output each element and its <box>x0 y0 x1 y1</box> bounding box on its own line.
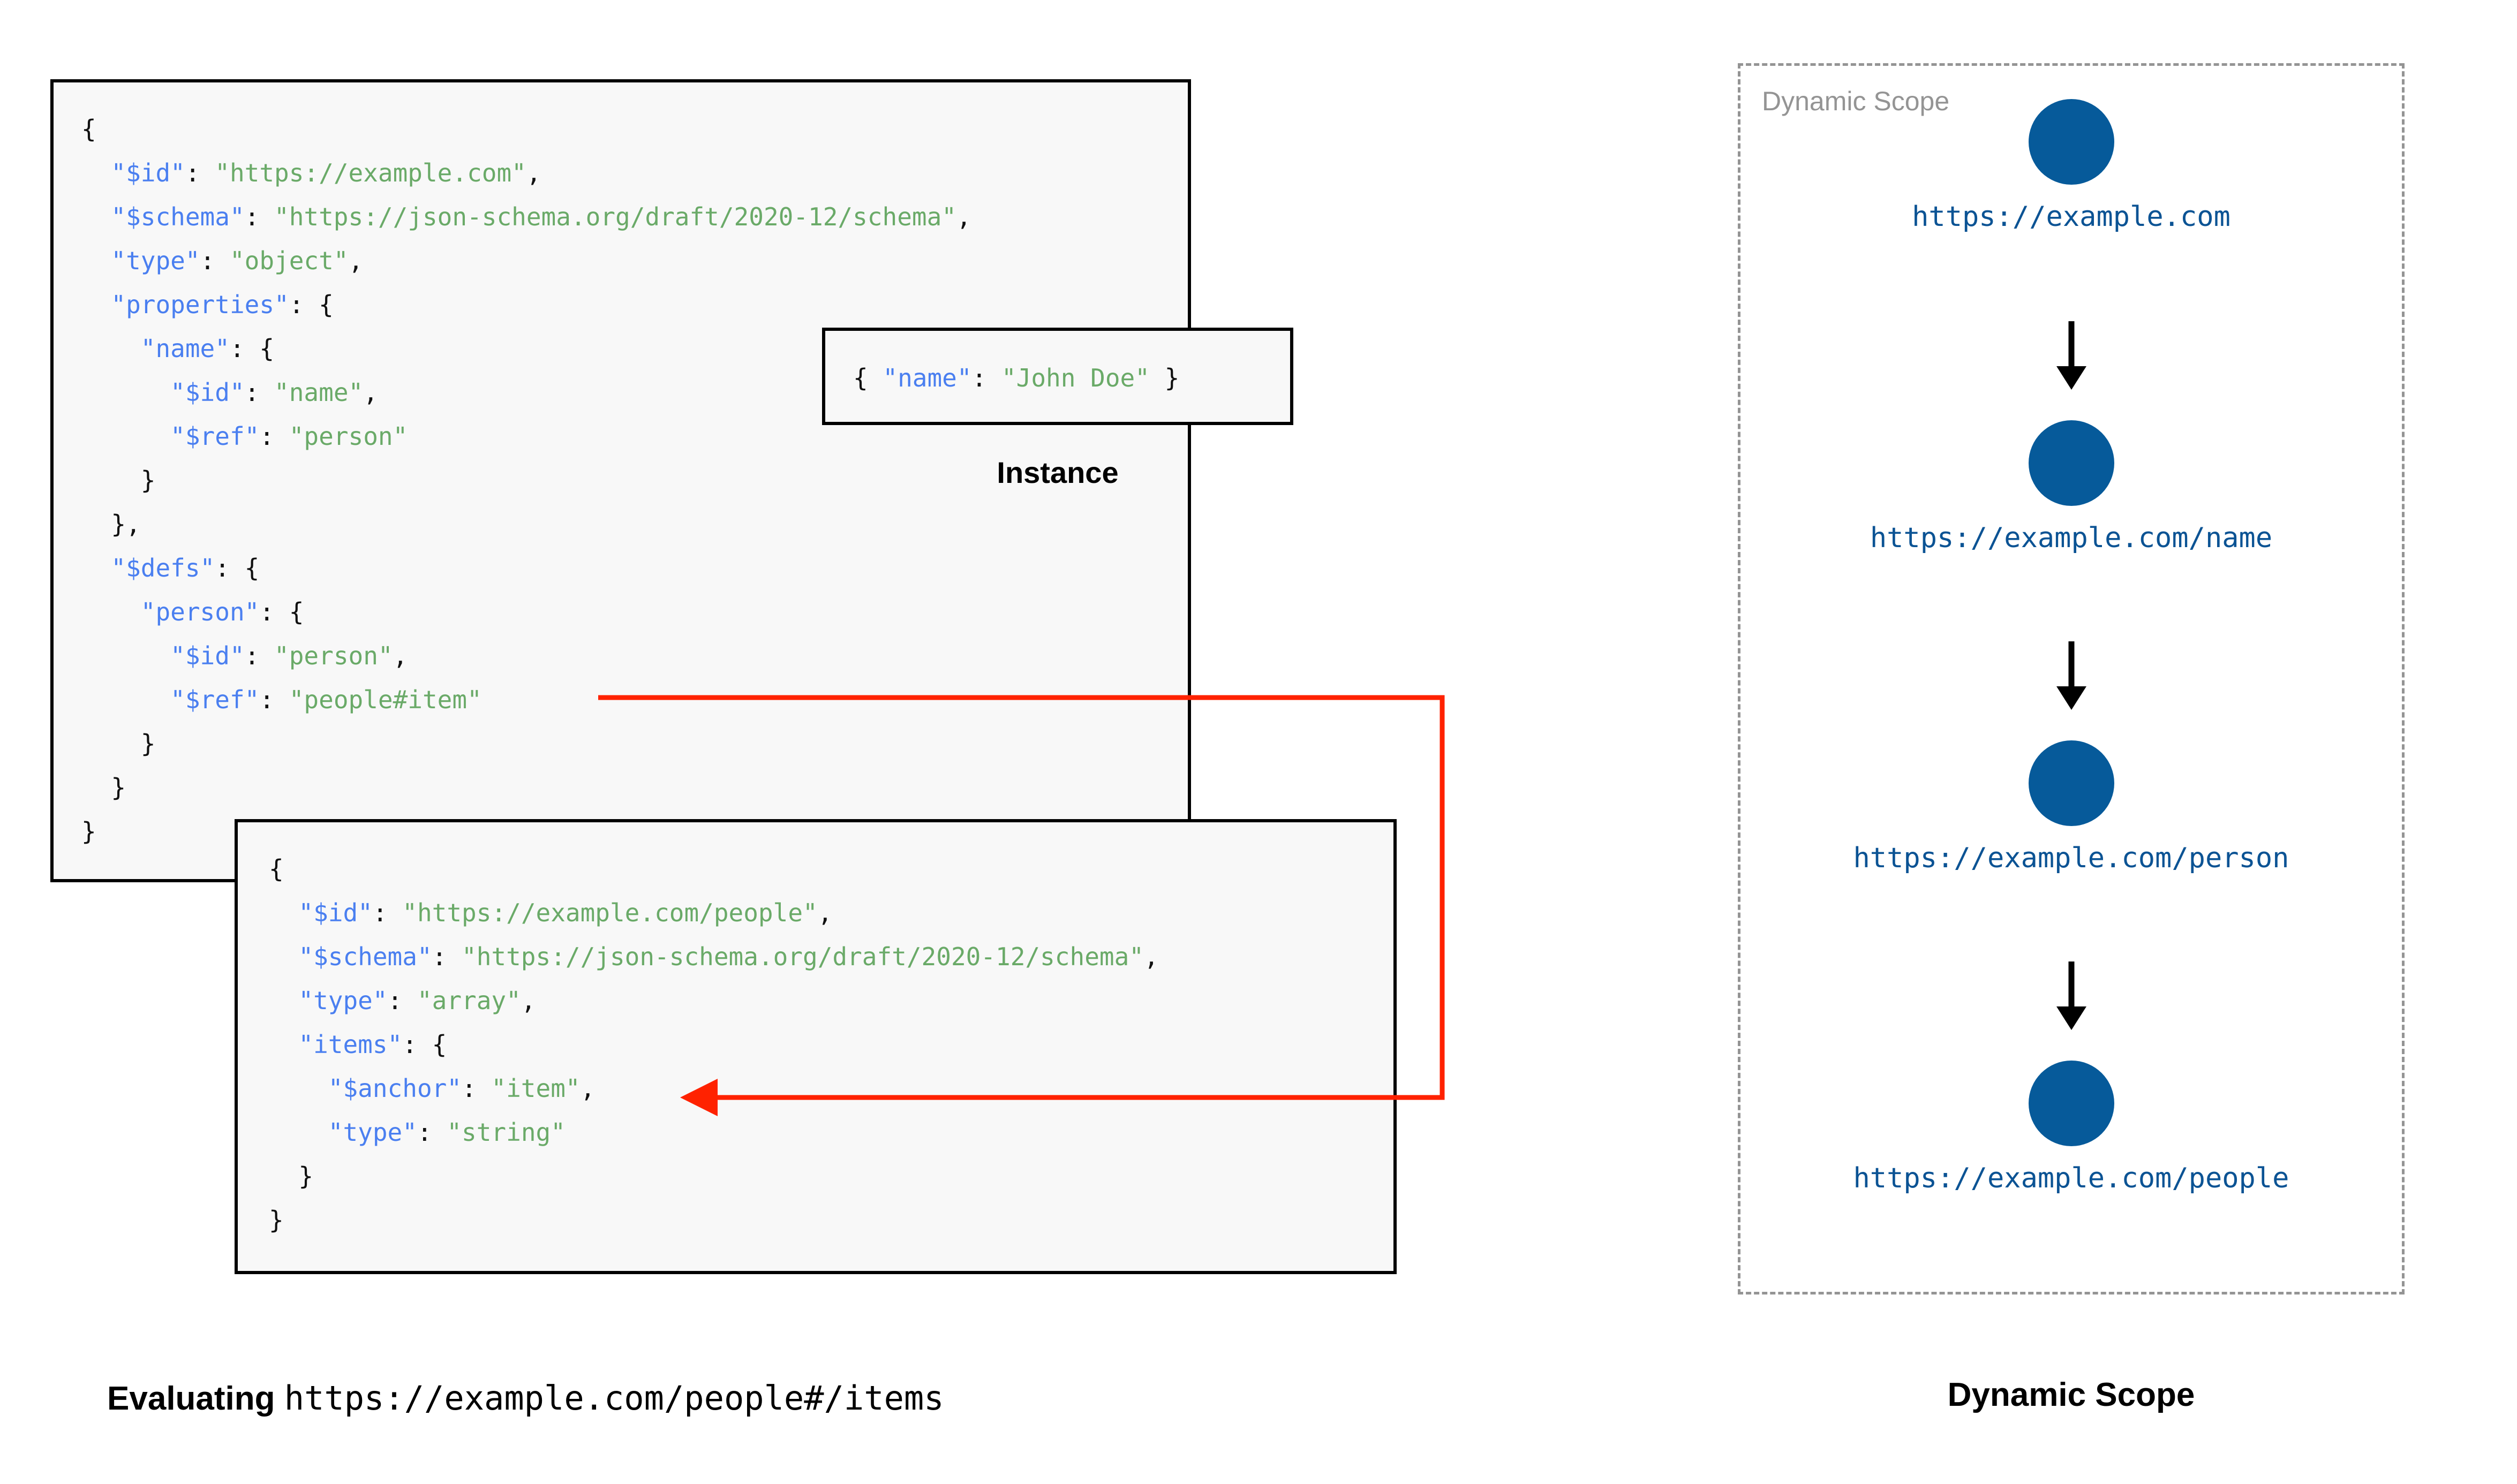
instance-caption: Instance <box>997 456 1119 489</box>
main-schema-code: { "$id": "https://example.com", "$schema… <box>81 115 971 846</box>
scope-node-3: https://example.com/people <box>1738 1061 2405 1194</box>
dynamic-scope-caption: Dynamic Scope <box>1947 1376 2195 1413</box>
scope-node-label-3: https://example.com/people <box>1853 1162 2289 1194</box>
people-schema-code: { "$id": "https://example.com/people", "… <box>269 854 1159 1235</box>
evaluating-label: Evaluating <box>107 1380 275 1417</box>
scope-node-0: https://example.com <box>1738 99 2405 233</box>
scope-circle-icon-1 <box>2028 420 2114 506</box>
evaluating-uri: https://example.com/people#/items <box>284 1379 944 1418</box>
dynamic-scope-panel <box>1738 63 2405 1294</box>
evaluating-caption: Evaluating https://example.com/people#/i… <box>107 1379 944 1418</box>
scope-circle-icon-3 <box>2028 1061 2114 1146</box>
scope-node-label-0: https://example.com <box>1912 201 2230 233</box>
people-schema-box: { "$id": "https://example.com/people", "… <box>235 819 1397 1274</box>
scope-circle-icon-2 <box>2028 740 2114 826</box>
scope-arrow-2 <box>1738 961 2405 1034</box>
instance-code: { "name": "John Doe" } <box>853 364 1180 392</box>
scope-arrow-0 <box>1738 321 2405 393</box>
dynamic-scope-panel-title: Dynamic Scope <box>1762 86 1950 116</box>
scope-node-2: https://example.com/person <box>1738 740 2405 874</box>
scope-circle-icon-0 <box>2028 99 2114 185</box>
instance-box: { "name": "John Doe" } <box>822 328 1293 425</box>
scope-node-1: https://example.com/name <box>1738 420 2405 554</box>
scope-node-label-2: https://example.com/person <box>1853 842 2289 874</box>
scope-arrow-1 <box>1738 641 2405 714</box>
scope-node-label-1: https://example.com/name <box>1870 522 2273 554</box>
